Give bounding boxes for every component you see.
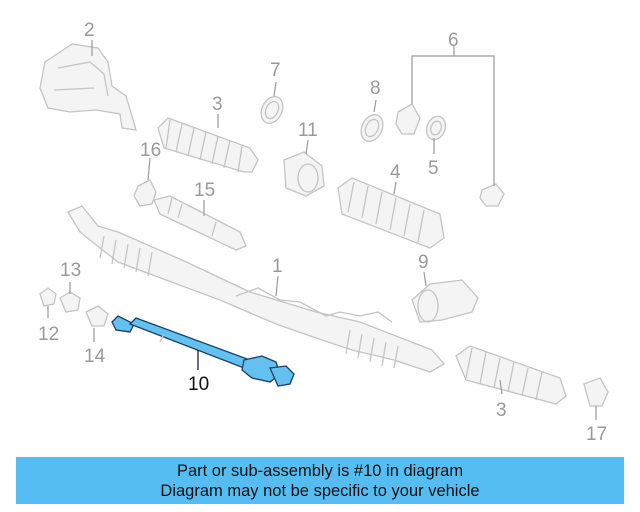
callout-4: 4 [390,162,401,183]
part-14-bushing [85,305,109,327]
callout-7: 7 [270,60,281,81]
banner-line-2: Diagram may not be specific to your vehi… [160,481,480,500]
part-6-clamps [395,103,505,207]
callout-1: 1 [272,256,283,277]
part-10-tie-rod-highlighted [111,315,295,387]
part-3-upper-boot [157,117,259,173]
part-7-ring [260,95,284,125]
callout-6: 6 [448,30,459,51]
part-5-ring [425,115,447,141]
leader-lines [47,40,597,420]
part-3-lower-boot [455,345,567,405]
callout-13: 13 [60,260,81,281]
part-4-boot [337,177,445,249]
part-13-nut [59,291,81,313]
part-11-bushing [283,151,325,197]
part-17-clip [583,377,609,407]
part-2-housing-cover [39,43,137,131]
callout-10: 10 [188,374,209,395]
banner-line-1: Part or sub-assembly is #10 in diagram [176,461,464,480]
part-12-nut [39,287,57,307]
callout-2: 2 [84,20,95,41]
callout-9: 9 [418,252,429,273]
part-15-adjuster [153,195,247,251]
callout-8: 8 [370,78,381,99]
callout-15: 15 [194,180,215,201]
info-banner: Part or sub-assembly is #10 in diagram D… [16,457,624,504]
callout-numbers: 2 3 7 8 6 5 11 4 16 15 1 9 3 17 12 13 14… [38,20,607,445]
callout-3-upper: 3 [212,94,223,115]
part-16-tie-rod-end [133,179,157,207]
callout-5: 5 [428,158,439,179]
part-8-ring [360,113,384,143]
callout-16: 16 [140,140,161,161]
callout-14: 14 [84,346,106,367]
callout-17: 17 [586,424,607,445]
callout-11: 11 [298,120,318,141]
callout-3-lower: 3 [496,400,507,421]
callout-12: 12 [38,324,59,345]
part-9-boot-end [411,279,479,323]
part-1-rack-housing [67,205,446,373]
